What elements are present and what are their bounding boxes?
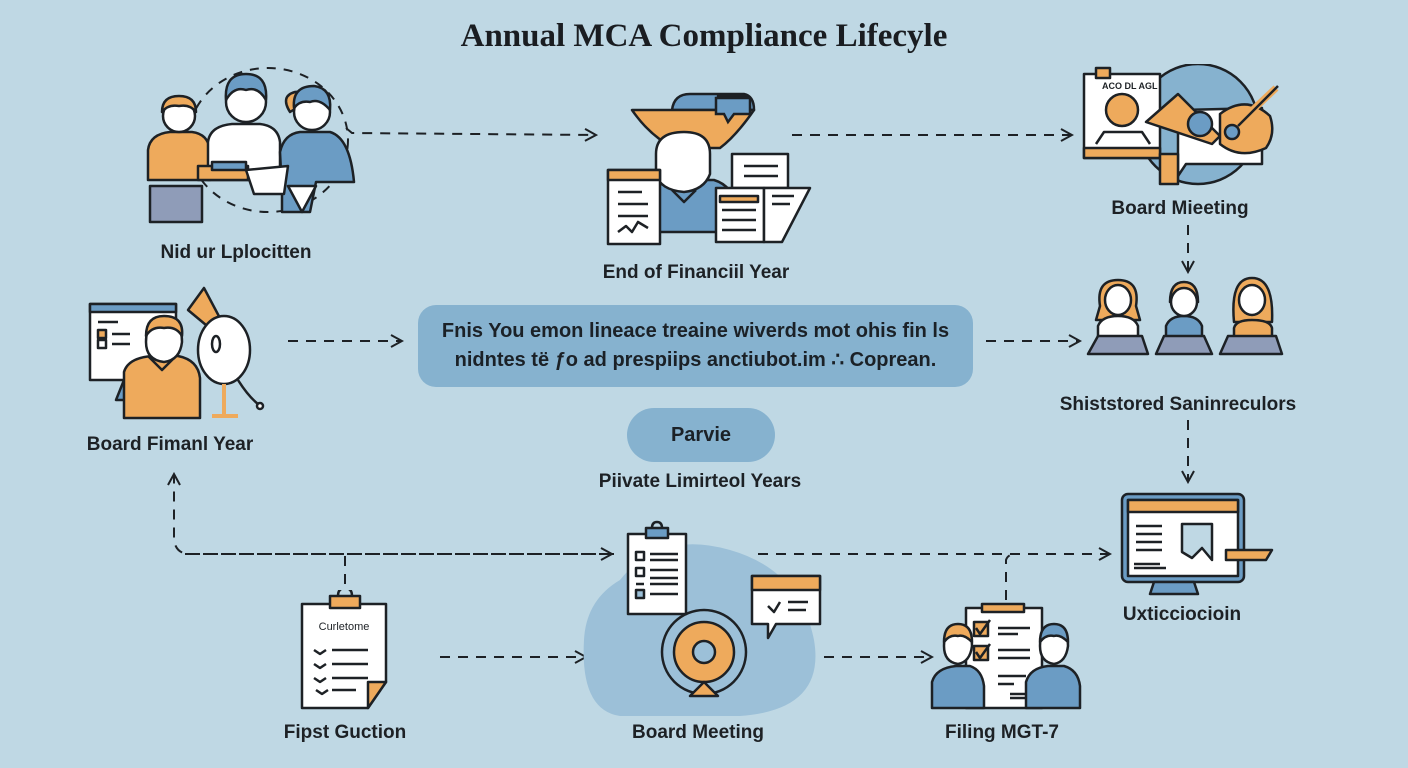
team-meeting-icon (146, 72, 356, 224)
presenter-monitor-icon (88, 286, 265, 420)
filing-checklist-icon (930, 602, 1082, 710)
description-callout: Fnis You emon lineace treaine wiverds mo… (418, 305, 973, 387)
diagram-title: Annual MCA Compliance Lifecyle (460, 18, 948, 54)
card-text: Curletome (319, 621, 370, 633)
center-caption: Piivate Limirteol Years (598, 471, 802, 492)
arrow-loop-to-boardfy (174, 474, 614, 555)
computer-monitor-icon (1120, 492, 1274, 596)
board-meeting-webcam-icon (583, 520, 822, 716)
node-label-shareholders: Shiststored Saninreculors (1059, 394, 1297, 415)
node-label-filing-mgt7: Filing MGT-7 (945, 722, 1059, 743)
node-label-team: Nid ur Lplocitten (160, 242, 312, 263)
callout-line-1: Fnis You emon lineace treaine wiverds mo… (441, 320, 950, 342)
arrow-team-to-endfy (345, 127, 596, 135)
connector-filing-up (1005, 553, 1017, 600)
center-pill: Parvie (627, 408, 775, 462)
node-label-board-fy: Board Fimanl Year (86, 434, 254, 455)
callout-line-2: nidntes të ƒo ad prespiips anctiubot.im … (454, 349, 937, 371)
shareholders-group-icon (1086, 276, 1284, 356)
node-label-filing-portal: Uxticciocioin (1122, 604, 1242, 625)
card-text: ACO DL AGL (1102, 81, 1158, 91)
board-meeting-presentation-icon: ACO DL AGL (1082, 64, 1279, 186)
node-label-end-fy: End of Financiil Year (602, 262, 790, 283)
node-label-first-action: Fipst Guction (283, 722, 407, 743)
accountant-documents-icon (606, 92, 812, 246)
node-label-board-meeting-top: Board Mieeting (1111, 198, 1249, 219)
node-label-board-meeting-bottom: Board Meeting (632, 722, 764, 743)
checklist-clipboard-icon: Curletome (300, 590, 388, 710)
